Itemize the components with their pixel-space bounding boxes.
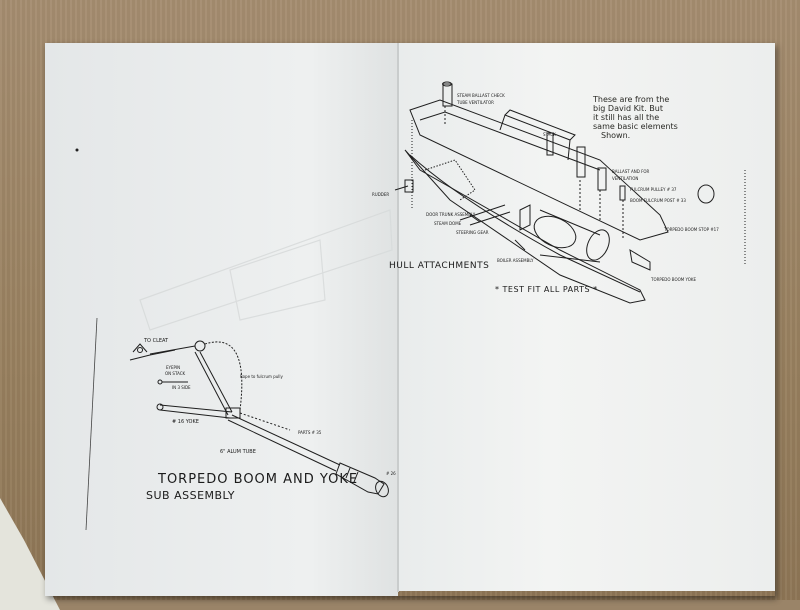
fulcrum-post-label: BOOM FULCRUM POST # 33 <box>630 198 686 203</box>
yoke-label: # 16 YOKE <box>172 419 199 425</box>
hull-attachments-heading: HULL ATTACHMENTS <box>389 261 490 271</box>
steering-gear-label: STEERING GEAR <box>456 230 489 235</box>
torpedo-boom-heading: TORPEDO BOOM AND YOKE <box>158 472 359 487</box>
door-trunk-label: DOOR TRUNK ASSEMBLY <box>426 212 476 217</box>
steam-dome-label: STEAM DOME <box>434 221 462 226</box>
tube-ventilator-label: TUBE VENTILATOR <box>457 100 494 105</box>
circled-mark <box>697 184 715 204</box>
ballast-rear-label: BALLAST AND FOR <box>612 169 650 174</box>
show-through-ghost <box>139 209 393 331</box>
note-line: Shown. <box>601 131 631 140</box>
hull-drawing <box>394 81 746 304</box>
right-page <box>398 43 775 591</box>
parts-label: PARTS # 35 <box>298 430 322 435</box>
boiler-label: BOILER ASSEMBLY <box>497 258 534 263</box>
ventilation-label: VENTILATION <box>612 176 639 181</box>
stack-label: STACK <box>543 132 556 137</box>
handwritten-note: These are from the big David Kit. But it… <box>593 96 678 140</box>
instruction-booklet <box>45 43 775 596</box>
alum-tube-label: 6" ALUM TUBE <box>220 449 256 455</box>
rope-label: Rope to fulcrum pully <box>240 374 283 379</box>
sub-assembly-heading: SUB ASSEMBLY <box>146 489 235 502</box>
note-line: These are from the <box>593 95 670 104</box>
to-cleat-label: TO CLEAT <box>144 338 169 344</box>
in-3-sides-label: IN 3 SIDE <box>172 385 191 390</box>
on-stack-label: ON STACK <box>165 371 186 376</box>
torpedo-boom-yoke-label: TORPEDO BOOM YOKE <box>651 277 697 282</box>
torpedo-boom-drawing <box>129 340 389 498</box>
stray-dot <box>75 148 79 152</box>
note-line: big David Kit. But <box>593 104 663 113</box>
torpedo-boom-stop-label: TORPEDO BOOM STOP #17 <box>664 227 719 232</box>
fulcrum-pulley-label: FULCRUM PULLEY # 37 <box>630 187 677 192</box>
left-page <box>45 43 398 596</box>
test-fit-footnote: * TEST FIT ALL PARTS * <box>495 285 598 294</box>
steam-ballast-label: STEAM BALLAST CHECK <box>457 93 505 98</box>
part-26-label: # 26 <box>386 471 396 476</box>
margin-line <box>85 317 98 531</box>
eyepin-label: EYEPIN <box>166 365 181 370</box>
note-line: same basic elements <box>593 122 678 131</box>
rudder-label: RUDDER <box>372 192 390 197</box>
note-line: it still has all the <box>593 113 660 122</box>
